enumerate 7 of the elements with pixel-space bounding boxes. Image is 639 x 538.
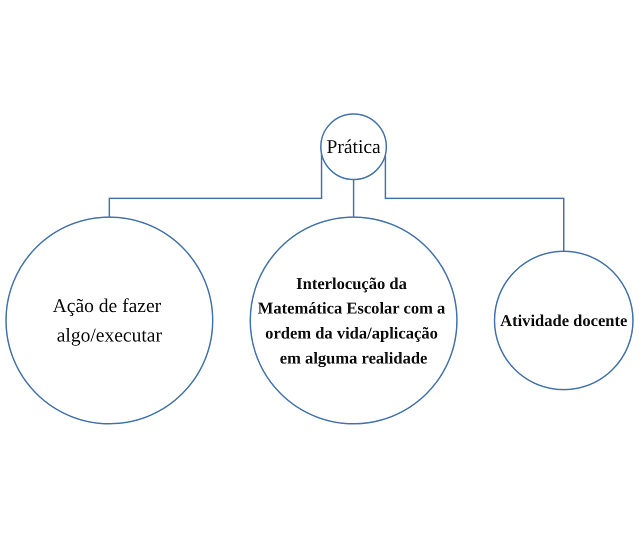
node-circle: Ação de fazer algo/executar bbox=[5, 216, 214, 425]
connector bbox=[384, 154, 564, 252]
node-circle: Prática bbox=[320, 113, 388, 180]
node-circle: Atividade docente bbox=[494, 250, 634, 391]
connector bbox=[352, 180, 354, 218]
node-circle: Interlocução da Matemática Escolar com a ordem da vida/aplicação em alguma realidade bbox=[250, 216, 458, 425]
connector bbox=[108, 154, 322, 218]
